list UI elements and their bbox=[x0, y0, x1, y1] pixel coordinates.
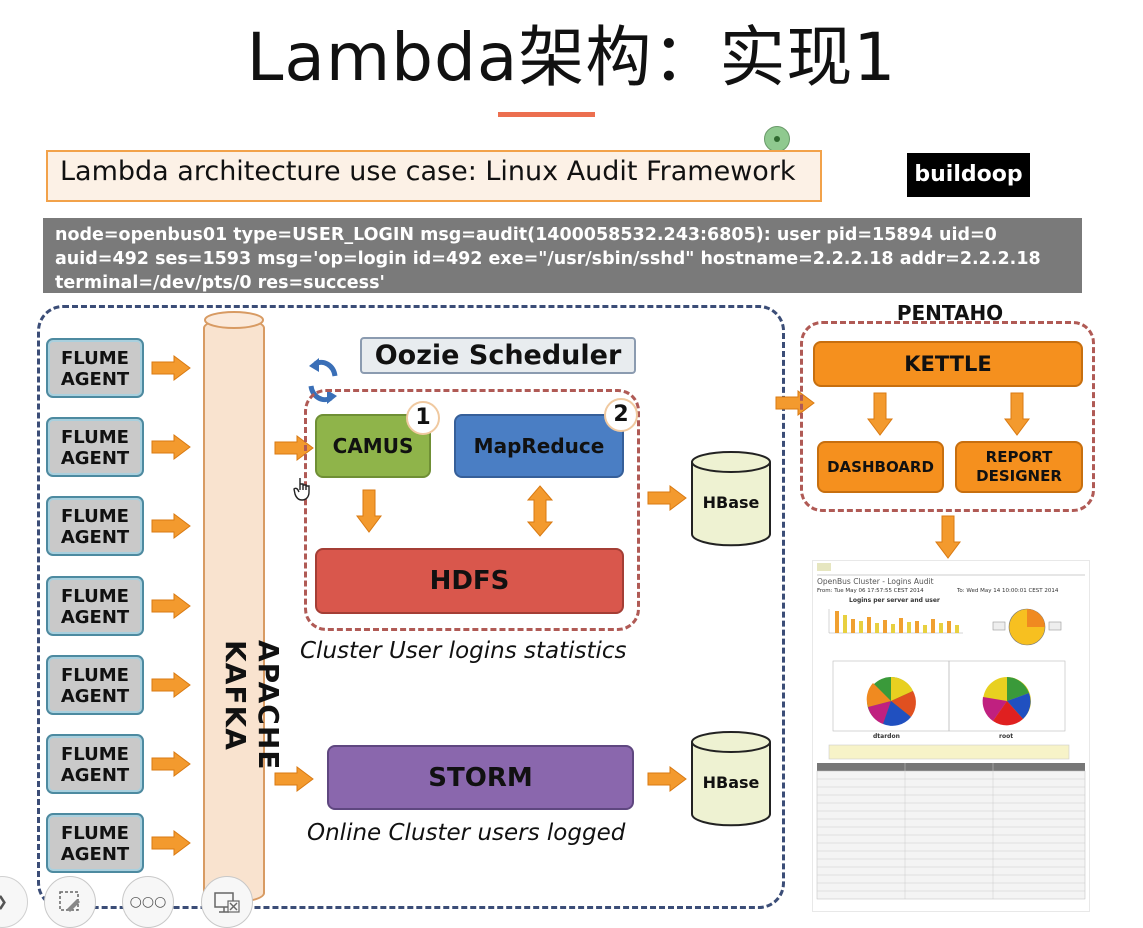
screen-close-icon bbox=[214, 892, 240, 913]
batch-layer-boundary bbox=[304, 389, 640, 631]
log-line: node=openbus01 type=USER_LOGIN msg=audit… bbox=[55, 225, 997, 245]
report-table bbox=[816, 763, 1086, 900]
kafka-cylinder-top bbox=[204, 311, 264, 329]
pen-icon bbox=[59, 891, 80, 912]
oozie-scheduler-label: Oozie Scheduler bbox=[360, 337, 636, 374]
camus-box: CAMUS bbox=[315, 414, 431, 478]
report-pie2-label: root bbox=[999, 733, 1014, 740]
hdfs-box: HDFS bbox=[315, 548, 624, 614]
arrow-right bbox=[647, 485, 687, 511]
use-case-subtitle: Lambda architecture use case: Linux Audi… bbox=[46, 150, 822, 202]
pentaho-boundary bbox=[800, 321, 1095, 512]
cursor-hand-icon bbox=[293, 478, 310, 501]
report-designer-box: REPORT DESIGNER bbox=[955, 441, 1083, 493]
agent-label: AGENT bbox=[60, 686, 130, 707]
arrow-right bbox=[151, 355, 191, 381]
arrow-right bbox=[151, 672, 191, 698]
kafka-label: APACHE KAFKA bbox=[219, 640, 285, 771]
audit-log-sample: node=openbus01 type=USER_LOGIN msg=audit… bbox=[43, 218, 1082, 293]
hbase-label: HBase bbox=[702, 493, 760, 512]
flume-label: FLUME bbox=[61, 427, 129, 448]
arrow-right bbox=[647, 766, 687, 792]
flume-label: FLUME bbox=[61, 744, 129, 765]
batch-caption: Cluster User logins statistics bbox=[300, 638, 627, 664]
arrow-right bbox=[274, 766, 314, 792]
buildoop-logo: buildoop bbox=[907, 153, 1030, 197]
slide-title: Lambda架构：实现1 bbox=[246, 19, 897, 96]
designer-label: DESIGNER bbox=[976, 467, 1062, 485]
pen-tool-button[interactable] bbox=[44, 876, 96, 928]
arrow-right bbox=[151, 434, 191, 460]
kettle-box: KETTLE bbox=[813, 341, 1083, 387]
hbase-cylinder bbox=[691, 451, 771, 547]
flume-label: FLUME bbox=[61, 665, 129, 686]
report-preview: OpenBus Cluster - Logins Audit From: Tue… bbox=[812, 560, 1090, 912]
dashboard-box: DASHBOARD bbox=[817, 441, 944, 493]
arrow-down bbox=[935, 515, 961, 559]
agent-label: AGENT bbox=[60, 527, 130, 548]
ingestion-cluster-boundary bbox=[37, 305, 785, 909]
report-bar-chart bbox=[828, 609, 963, 634]
report-to: To: Wed May 14 10:00:01 CEST 2014 bbox=[957, 588, 1059, 594]
end-show-button[interactable] bbox=[201, 876, 253, 928]
speed-caption: Online Cluster users logged bbox=[307, 820, 626, 846]
flume-label: FLUME bbox=[61, 586, 129, 607]
kafka-cylinder bbox=[203, 318, 265, 903]
report-label: REPORT bbox=[985, 448, 1053, 466]
more-options-button[interactable]: ○○○ bbox=[122, 876, 174, 928]
chevron-icon: ❯ bbox=[0, 894, 8, 910]
arrow-right bbox=[151, 830, 191, 856]
report-preview-graphics bbox=[816, 563, 1086, 900]
title-underline bbox=[498, 112, 595, 117]
hbase-cylinder bbox=[691, 731, 771, 827]
agent-label: AGENT bbox=[60, 369, 130, 390]
mapreduce-box: MapReduce bbox=[454, 414, 624, 478]
agent-label: AGENT bbox=[60, 607, 130, 628]
report-heading: OpenBus Cluster - Logins Audit bbox=[817, 577, 934, 586]
report-pie-1 bbox=[866, 676, 916, 726]
more-dots-icon: ○○○ bbox=[129, 894, 167, 910]
step-badge: 1 bbox=[406, 401, 440, 435]
arrow-right bbox=[151, 593, 191, 619]
agent-label: AGENT bbox=[60, 844, 130, 865]
report-from: From: Tue May 06 17:57:55 CEST 2014 bbox=[817, 588, 924, 594]
log-line: auid=492 ses=1593 msg='op=login id=492 e… bbox=[55, 249, 1041, 269]
arrow-right bbox=[151, 751, 191, 777]
flume-label: FLUME bbox=[61, 823, 129, 844]
hbase-label: HBase bbox=[702, 773, 760, 792]
agent-label: AGENT bbox=[60, 765, 130, 786]
report-small-pie bbox=[992, 608, 1062, 646]
flume-label: FLUME bbox=[61, 348, 129, 369]
step-badge: 2 bbox=[604, 398, 638, 432]
arrow-right bbox=[151, 513, 191, 539]
flume-label: FLUME bbox=[61, 506, 129, 527]
agent-label: AGENT bbox=[60, 448, 130, 469]
report-pie-2 bbox=[982, 677, 1031, 726]
log-line: terminal=/dev/pts/0 res=success' bbox=[55, 273, 385, 293]
report-pie1-label: dtardon bbox=[873, 733, 900, 740]
storm-box: STORM bbox=[327, 745, 634, 810]
laser-pointer-icon bbox=[764, 126, 790, 152]
report-chart-title: Logins per server and user bbox=[849, 597, 940, 604]
